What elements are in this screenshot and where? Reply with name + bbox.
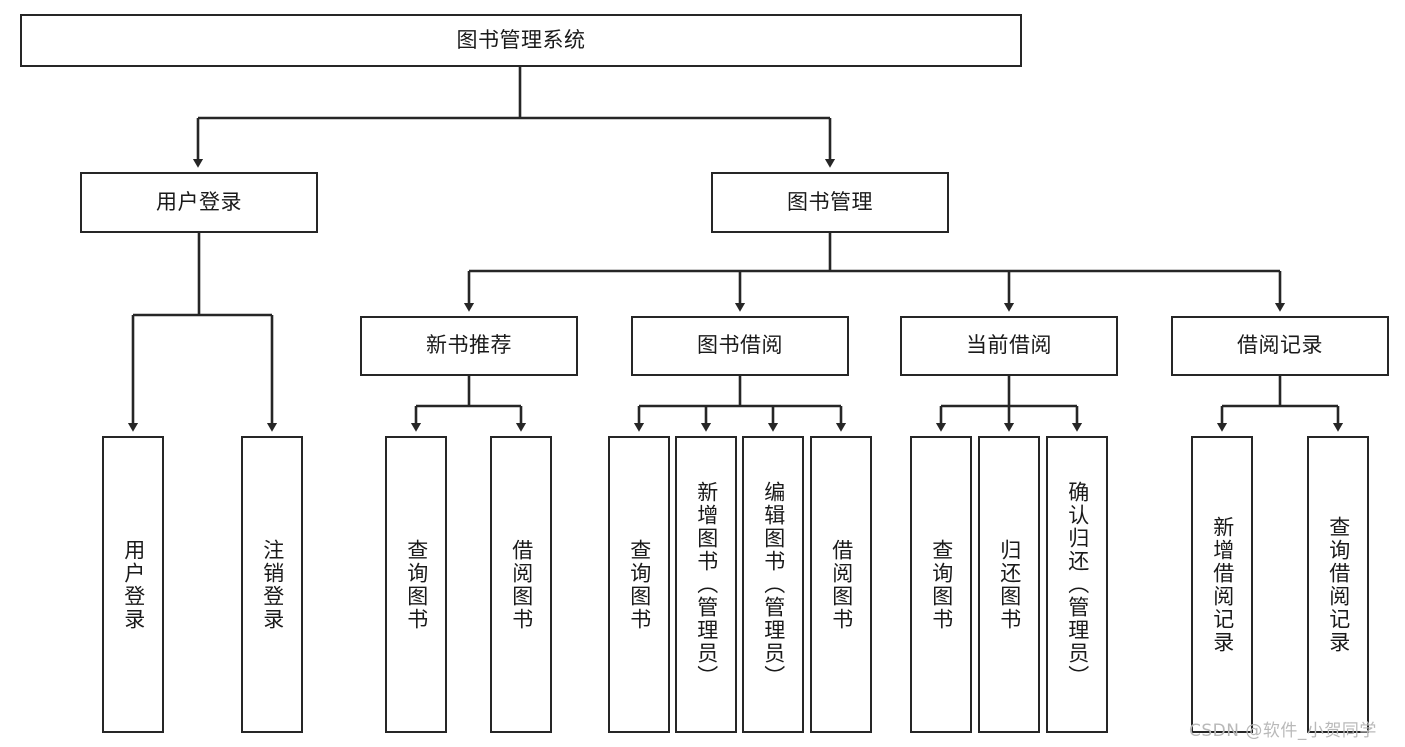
leaf-current-borrow-confirm[interactable]: 确认归还（管理员） <box>1046 436 1108 733</box>
leaf-borrow-record-add[interactable]: 新增借阅记录 <box>1191 436 1253 733</box>
node-borrow-record-label: 借阅记录 <box>1237 333 1323 358</box>
node-book-borrow-label: 图书借阅 <box>697 333 783 358</box>
node-book-management[interactable]: 图书管理 <box>711 172 949 233</box>
leaf-new-book-borrow-label: 借阅图书 <box>509 538 534 631</box>
leaf-current-borrow-return-label: 归还图书 <box>997 538 1022 631</box>
leaf-user-login-signin[interactable]: 用户登录 <box>102 436 164 733</box>
leaf-user-login-signin-label: 用户登录 <box>121 538 146 631</box>
leaf-borrow-record-query-label: 查询借阅记录 <box>1326 515 1351 654</box>
leaf-new-book-query[interactable]: 查询图书 <box>385 436 447 733</box>
node-root[interactable]: 图书管理系统 <box>20 14 1022 67</box>
node-new-book-recommend-label: 新书推荐 <box>426 333 512 358</box>
leaf-current-borrow-query[interactable]: 查询图书 <box>910 436 972 733</box>
leaf-new-book-borrow[interactable]: 借阅图书 <box>490 436 552 733</box>
node-book-management-label: 图书管理 <box>787 189 873 214</box>
node-user-login-label: 用户登录 <box>156 189 242 214</box>
leaf-book-borrow-edit[interactable]: 编辑图书（管理员） <box>742 436 804 733</box>
leaf-book-borrow-query[interactable]: 查询图书 <box>608 436 670 733</box>
leaf-user-login-signout-label: 注销登录 <box>260 538 285 631</box>
leaf-current-borrow-confirm-label: 确认归还（管理员） <box>1065 481 1090 688</box>
leaf-borrow-record-add-label: 新增借阅记录 <box>1210 515 1235 654</box>
node-borrow-record[interactable]: 借阅记录 <box>1171 316 1389 376</box>
leaf-book-borrow-lend-label: 借阅图书 <box>829 538 854 631</box>
leaf-user-login-signout[interactable]: 注销登录 <box>241 436 303 733</box>
leaf-borrow-record-query[interactable]: 查询借阅记录 <box>1307 436 1369 733</box>
leaf-new-book-query-label: 查询图书 <box>404 538 429 631</box>
node-current-borrow[interactable]: 当前借阅 <box>900 316 1118 376</box>
leaf-book-borrow-query-label: 查询图书 <box>627 538 652 631</box>
leaf-book-borrow-lend[interactable]: 借阅图书 <box>810 436 872 733</box>
leaf-book-borrow-add[interactable]: 新增图书（管理员） <box>675 436 737 733</box>
leaf-current-borrow-query-label: 查询图书 <box>929 538 954 631</box>
node-current-borrow-label: 当前借阅 <box>966 333 1052 358</box>
node-root-label: 图书管理系统 <box>456 27 586 52</box>
node-new-book-recommend[interactable]: 新书推荐 <box>360 316 578 376</box>
leaf-current-borrow-return[interactable]: 归还图书 <box>978 436 1040 733</box>
leaf-book-borrow-add-label: 新增图书（管理员） <box>694 481 719 688</box>
node-user-login[interactable]: 用户登录 <box>80 172 318 233</box>
leaf-book-borrow-edit-label: 编辑图书（管理员） <box>761 481 786 688</box>
node-book-borrow[interactable]: 图书借阅 <box>631 316 849 376</box>
